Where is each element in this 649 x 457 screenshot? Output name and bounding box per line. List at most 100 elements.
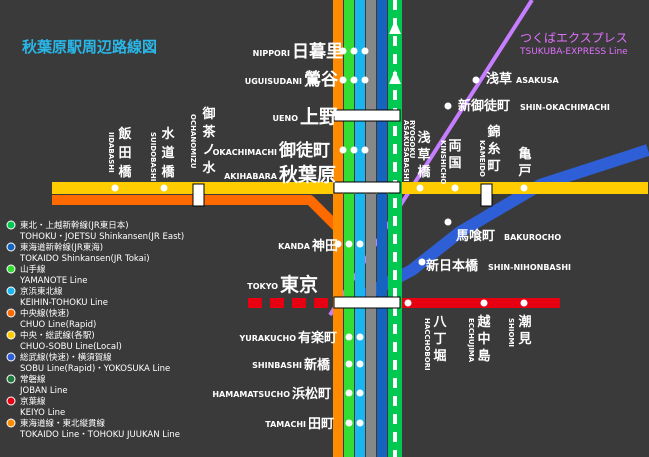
ueno-box [333, 109, 401, 122]
station-okachimachi-en: OKACHIMACHI [213, 148, 277, 157]
legend-label-ja: 東海道線・東北縦貫線 [20, 418, 106, 429]
legend-label-ja: 中央線(快速) [20, 308, 69, 319]
station-iidabashi-ja-char: 橋 [118, 164, 132, 180]
station-uguisudani-en: UGUISUDANI [245, 77, 302, 86]
legend-swatch [6, 374, 16, 384]
station-asakusabashi_ja-ja-char: 橋 [417, 164, 431, 180]
station-uguisudani-ja: 鶯谷 [304, 69, 339, 90]
legend-swatch [6, 418, 16, 428]
station-hamamatsucho-ja: 浜松町 [292, 386, 331, 402]
legend-label-en: KEIHIN-TOHOKU Line [20, 298, 108, 308]
legend-label-en: YAMANOTE Line [19, 276, 88, 286]
station-akihabara-en: AKIHABARA [224, 172, 278, 181]
station-suidobashi-ja-char: 道 [161, 145, 174, 161]
legend-swatch [6, 220, 16, 230]
station-yurakucho-en: YURAKUCHO [238, 334, 296, 343]
station-okachimachi-ja: 御徒町 [278, 140, 330, 161]
station-suidobashi-ja-char: 水 [161, 126, 175, 142]
station-tamachi-ja: 田町 [308, 417, 334, 432]
legend-label-en: TOKAIDO Shinkansen(JR Tokai) [19, 254, 150, 264]
station-shin-nihonbashi-ja: 新日本橋 [426, 258, 479, 274]
station-tokyo-en: TOKYO [247, 282, 278, 291]
legend-label-ja: 東北・上越新幹線(JR東日本) [20, 220, 129, 231]
station-asakusabashi-en: ASAKUSABASHI [402, 120, 410, 182]
station-asakusa-ja: 浅草 [486, 71, 512, 87]
legend-swatch [6, 352, 16, 362]
station-shiomi-ja-char: 見 [517, 332, 531, 347]
station-dots [111, 47, 528, 427]
station-ryogoku-en: KINSHICHO [439, 140, 447, 184]
station-shiomi-ja-char: 潮 [518, 314, 531, 330]
legend-label-en: CHUO-SOBU Line(Local) [20, 342, 122, 352]
station-shiomi-en: SHIOMI [507, 318, 515, 347]
legend-label-ja: 中央・総武線(各駅) [20, 330, 95, 341]
legend-swatch [6, 330, 16, 340]
station-ueno-en: UENO [273, 114, 299, 123]
station-nippori-en: NIPPORI [253, 49, 290, 58]
station-nippori-ja: 日暮里 [292, 41, 343, 62]
station-ryogoku-ja-char: 国 [448, 156, 461, 171]
tokyo-box [333, 296, 401, 309]
station-asakusabashi_ja-ja-char: 浅 [417, 130, 430, 146]
legend-label-ja: 総武線(快速)・横須賀線 [20, 352, 112, 363]
station-iidabashi-ja-char: 田 [118, 146, 131, 161]
station-kinshicho-ja-char: 町 [487, 159, 500, 174]
station-kameido-ja-char: 亀 [518, 146, 531, 162]
kinshicho-box [480, 183, 493, 207]
legend-label-en: CHUO Line(Rapid) [20, 320, 96, 330]
akihabara-box [333, 181, 401, 194]
station-ochanomizu-ja-char: 御 [201, 106, 215, 122]
station-asakusabashi_ja-ja-char: 草 [417, 147, 430, 163]
station-asakusabashi_ja-en: RYOGOKU [408, 120, 416, 159]
ochanomizu-box [192, 183, 205, 207]
legend-swatch [6, 396, 16, 406]
station-etchujima-ja-char: 中 [477, 331, 490, 347]
station-shin-okachimachi-ja: 新御徒町 [458, 98, 510, 114]
station-asakusa-en: ASAKUSA [516, 76, 559, 85]
legend-label-ja: 東海道新幹線(JR東海) [20, 242, 103, 253]
station-suidobashi-ja-char: 橋 [161, 164, 175, 180]
station-hacchobori-en: HACCHOBORI [423, 318, 431, 371]
station-akihabara-ja: 秋葉原 [279, 163, 336, 186]
station-ochanomizu-en: OCHANOMIZU [189, 114, 197, 169]
legend-label-en: TOKAIDO Line・TOHOKU JUUKAN Line [19, 430, 180, 440]
station-kinshicho-ja-char: 糸 [487, 141, 500, 157]
station-tamachi-en: TAMACHI [265, 420, 306, 429]
tsukuba-label-ja: つくばエクスプレス [520, 31, 628, 45]
station-iidabashi-ja-char: 飯 [117, 126, 131, 142]
legend-label-ja: 京葉線 [20, 396, 46, 407]
station-ochanomizu-ja-char: ノ [202, 143, 215, 158]
station-etchujima-en: ECCHUJIMA [467, 318, 475, 363]
legend-label-en: JOBAN Line [19, 386, 68, 396]
station-shin-okachimachi-en: SHIN-OKACHIMACHI [520, 103, 610, 112]
station-kanda-en: KANDA [278, 242, 311, 251]
station-kameido-ja-char: 戸 [518, 164, 531, 179]
legend-label-ja: 京浜東北線 [20, 286, 63, 297]
station-hacchobori-ja-char: 堀 [433, 349, 446, 364]
legend-swatch [6, 286, 16, 296]
station-kinshicho-en: KAMEIDO [478, 140, 486, 177]
legend-label-ja: 常磐線 [20, 374, 46, 385]
station-hacchobori-ja-char: 八 [432, 315, 447, 330]
station-kanda-ja: 神田 [312, 238, 338, 254]
station-hamamatsucho-en: HAMAMATSUCHO [212, 390, 290, 399]
map-title: 秋葉原駅周辺路線図 [22, 38, 157, 56]
legend-label-en: KEIYO Line [20, 408, 65, 418]
station-hacchobori-ja-char: 丁 [433, 332, 446, 347]
shinkansen-arrow-icon [389, 70, 401, 84]
station-kinshicho-ja-char: 錦 [487, 124, 500, 140]
legend-swatch [6, 308, 16, 318]
station-ryogoku-ja-char: 両 [448, 139, 461, 154]
station-bakurocho-en: BAKUROCHO [504, 233, 561, 242]
station-ochanomizu-ja-char: 水 [202, 160, 216, 176]
station-tokyo-ja: 東京 [280, 273, 318, 296]
legend-label-en: SOBU Line(Rapid)・YOKOSUKA Line [20, 364, 170, 374]
station-yurakucho-ja: 有楽町 [298, 330, 337, 346]
station-shinbashi-ja: 新橋 [304, 357, 331, 373]
shinkansen-arrow-icon [389, 20, 401, 34]
station-shinbashi-en: SHINBASHI [252, 361, 302, 370]
legend-label-ja: 山手線 [20, 264, 46, 275]
legend: 東北・上越新幹線(JR東日本)TOHOKU・JOETSU Shinkansen(… [6, 220, 184, 440]
